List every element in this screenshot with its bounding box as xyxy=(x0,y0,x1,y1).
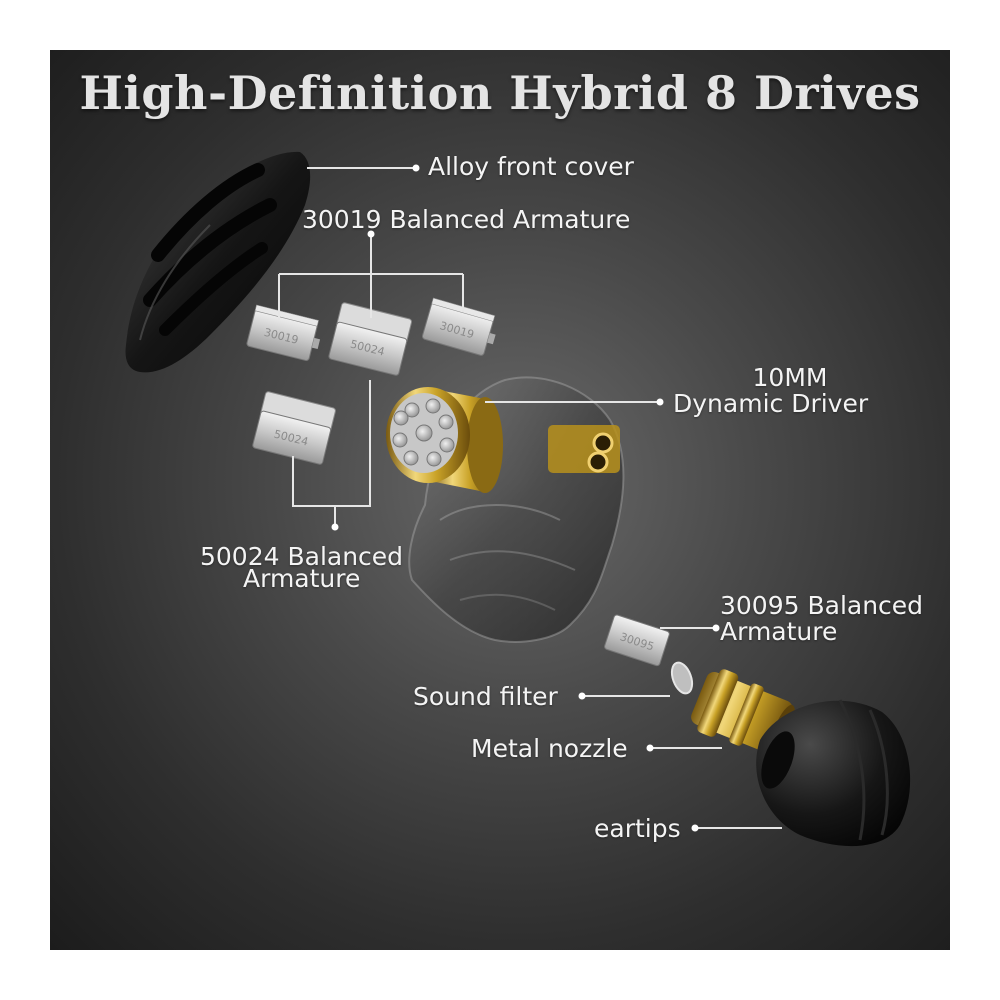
balanced-armature-50024-lower: 50024 xyxy=(252,391,336,465)
alloy-front-cover xyxy=(125,151,311,373)
balanced-armature-30019-left: 30019 xyxy=(246,304,321,362)
dynamic-driver xyxy=(386,387,503,493)
leader-ba-50024 xyxy=(292,380,371,525)
gold-pin-connector xyxy=(548,425,620,473)
label-dynamic-driver: Dynamic Driver xyxy=(673,389,869,418)
page-title: High-Definition Hybrid 8 Drives xyxy=(79,66,921,120)
balanced-armature-30095: 30095 xyxy=(604,614,670,667)
label-30095-balanced: 30095 Balanced xyxy=(720,591,924,620)
sound-filter xyxy=(670,661,694,695)
label-50024-balanced: 50024 Balanced xyxy=(200,542,404,571)
label-30095-armature: Armature xyxy=(720,617,838,646)
label-30019-balanced-armature: 30019 Balanced Armature xyxy=(302,205,631,234)
label-sound-filter: Sound filter xyxy=(413,682,558,711)
label-alloy-front-cover: Alloy front cover xyxy=(428,152,634,181)
label-metal-nozzle: Metal nozzle xyxy=(471,734,628,763)
leader-lines xyxy=(278,167,782,829)
balanced-armature-30019-right: 30019 xyxy=(421,297,496,356)
leader-dots xyxy=(331,164,720,832)
label-50024-armature: Armature xyxy=(243,564,361,593)
label-dynamic-driver-size: 10MM xyxy=(752,363,828,392)
leader-ba-30019 xyxy=(278,234,464,320)
balanced-armature-50024-top: 50024 xyxy=(328,302,413,376)
eartip xyxy=(756,699,911,847)
label-eartips: eartips xyxy=(594,814,681,843)
